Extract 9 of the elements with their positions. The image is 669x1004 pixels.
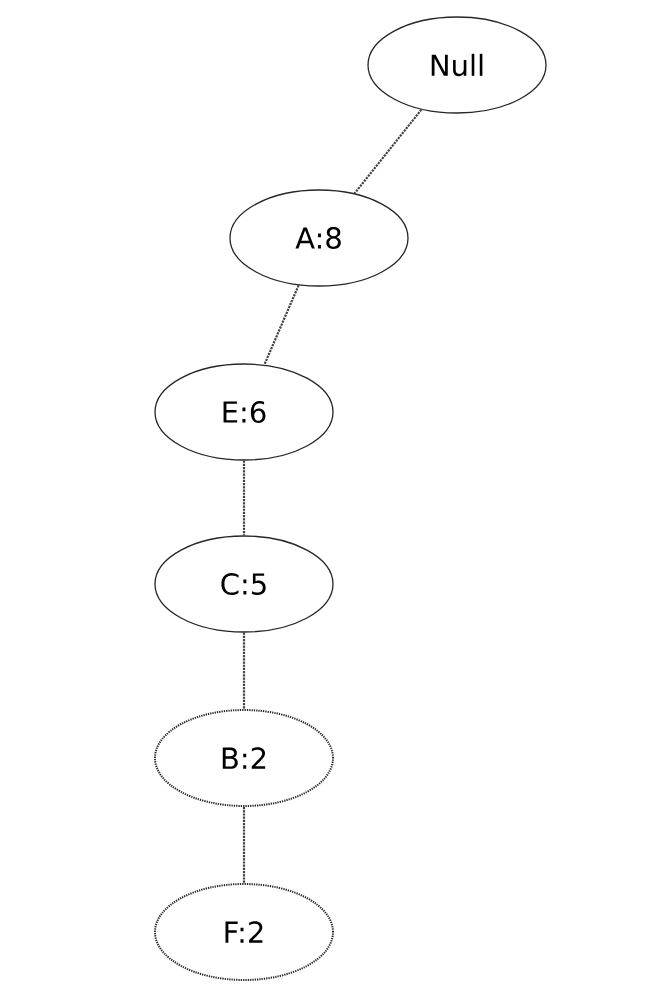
ellipse-node: C:5 bbox=[154, 535, 334, 633]
connector-line bbox=[263, 284, 300, 366]
ellipse-node: E:6 bbox=[154, 363, 334, 461]
connector-line bbox=[353, 108, 423, 195]
ellipse-node: A:8 bbox=[229, 189, 409, 287]
ellipse-node: Null bbox=[367, 16, 547, 114]
connector-line bbox=[242, 807, 246, 883]
connector-line bbox=[242, 460, 246, 536]
connector-line bbox=[242, 632, 246, 709]
